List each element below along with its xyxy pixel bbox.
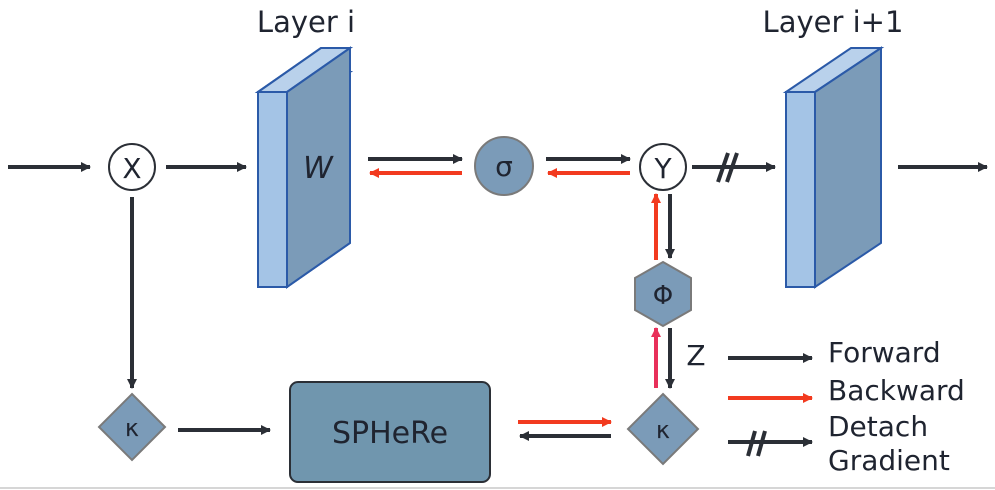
legend-item-detach: Detach Gradient: [728, 410, 950, 477]
phi-node-label: Φ: [653, 281, 673, 311]
legend-detach-label-line1: Detach: [828, 410, 928, 443]
y-node-label: Y: [653, 152, 672, 185]
sigma-node-label: σ: [495, 150, 513, 183]
sigma-node: σ: [474, 136, 534, 196]
legend-item-forward: Forward: [728, 336, 941, 369]
legend-detach-label-line2: Gradient: [828, 444, 950, 477]
kappa-right-label: κ: [656, 416, 670, 444]
kappa-left-node: κ: [97, 392, 167, 462]
layer-i-plus-1-block: [782, 46, 885, 289]
legend-backward-label: Backward: [828, 374, 965, 407]
legend-item-backward: Backward: [728, 374, 965, 407]
x-node: X: [108, 143, 156, 191]
x-node-label: X: [122, 152, 141, 185]
legend-forward-label: Forward: [828, 336, 941, 369]
layer-i-title: Layer i: [257, 5, 355, 39]
y-node: Y: [639, 143, 687, 191]
weight-label: W: [303, 151, 334, 186]
sphere-module: SPHeRe: [289, 381, 491, 483]
y-to-next-layer-detach-arrow: [692, 152, 776, 183]
phi-node: Φ: [634, 260, 692, 328]
sphere-label: SPHeRe: [332, 416, 448, 451]
z-label: Z: [686, 339, 705, 372]
layer-i-plus-1-title: Layer i+1: [763, 5, 904, 39]
kappa-right-node: κ: [626, 392, 700, 466]
kappa-left-label: κ: [125, 414, 139, 442]
bottom-divider: [0, 487, 995, 489]
layer-i-block: W: [254, 46, 354, 289]
legend: Forward Backward Detach Gradient: [728, 336, 965, 477]
